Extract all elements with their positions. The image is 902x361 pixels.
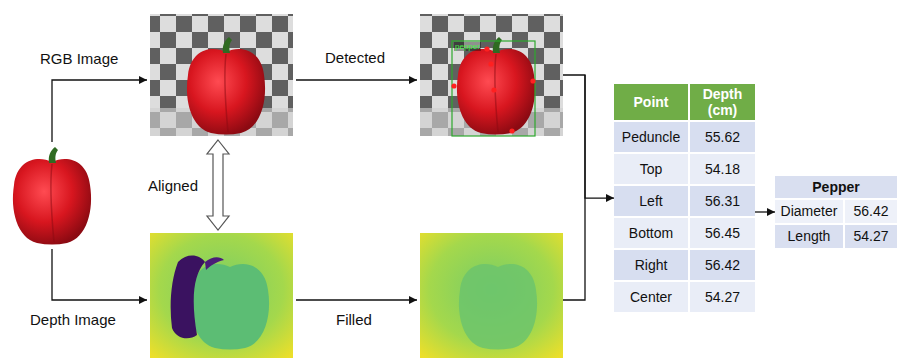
table-cell: Length xyxy=(775,225,843,248)
table-cell: 56.42 xyxy=(690,250,755,280)
table-cell: 56.31 xyxy=(690,186,755,216)
detected-image xyxy=(420,14,563,136)
flow-arrow xyxy=(296,299,417,300)
table-cell: Left xyxy=(614,186,688,216)
table-cell: 56.42 xyxy=(845,200,897,223)
filled-depth-image xyxy=(420,233,563,358)
step-label: RGB Image xyxy=(40,50,118,67)
table-cell: Diameter xyxy=(775,200,843,223)
table-cell: 54.27 xyxy=(845,225,897,248)
step-label: Filled xyxy=(336,311,372,328)
aligned-double-arrow xyxy=(207,140,229,230)
table-header: Depth (cm) xyxy=(690,84,755,120)
connector-arrow xyxy=(563,75,614,198)
table-cell: Right xyxy=(614,250,688,280)
connector-arrow xyxy=(755,211,775,212)
detection-label: pepper xyxy=(454,42,481,51)
table-header: Pepper xyxy=(775,176,897,198)
flow-arrow xyxy=(52,80,147,142)
step-label: Aligned xyxy=(148,177,198,194)
table-cell: 54.18 xyxy=(690,154,755,184)
table-cell: 55.62 xyxy=(690,122,755,152)
step-label: Detected xyxy=(325,49,385,66)
table-header: Point xyxy=(614,84,688,120)
table-cell: 56.45 xyxy=(690,218,755,248)
flow-arrow xyxy=(52,249,147,300)
table-cell: Top xyxy=(614,154,688,184)
pepper-photo xyxy=(13,147,91,245)
step-label: Depth Image xyxy=(30,311,116,328)
table-cell: Center xyxy=(614,282,688,312)
table-cell: 54.27 xyxy=(690,282,755,312)
depth-image xyxy=(150,233,293,358)
detection-panel: pepper xyxy=(420,14,563,136)
data-table: PointDepth (cm)Peduncle55.62Top54.18Left… xyxy=(614,84,755,312)
flow-arrow xyxy=(296,79,417,80)
table-cell: Peduncle xyxy=(614,122,688,152)
merge-line xyxy=(563,75,585,300)
rgb-image xyxy=(150,14,293,136)
data-table: PepperDiameter56.42Length54.27 xyxy=(775,176,897,248)
table-cell: Bottom xyxy=(614,218,688,248)
